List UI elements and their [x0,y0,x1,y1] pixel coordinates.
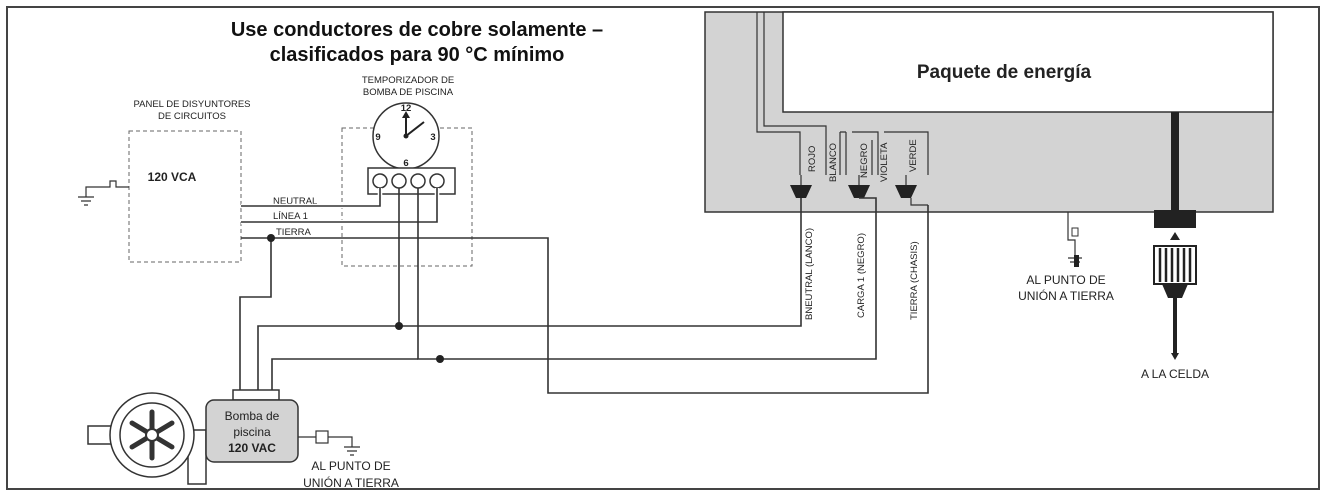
bonding-wire-right [1067,212,1076,258]
title-line-1: Use conductores de cobre solamente – [231,19,603,41]
lead-label-red: ROJO [807,146,818,172]
lead-wire-red [756,12,801,175]
wire-label-ground: TIERRA [276,227,312,238]
timer-dial-6: 6 [403,158,408,169]
pump-label-2: piscina [233,425,271,439]
load-junction [436,355,444,363]
neutral-wire [241,188,381,207]
lead-label-black: NEGRO [859,143,870,178]
breaker-panel-label-1: PANEL DE DISYUNTORES [133,99,250,110]
timer-dial-12: 12 [401,103,412,114]
power-pack-panel [782,11,1274,113]
cell-arrow-up [1170,232,1180,240]
ground-branch-wire [239,238,272,393]
lead-wire-white [763,12,827,175]
pump-motor-box [205,399,299,463]
timer-hand-hour [405,121,425,137]
lead-label-green: VERDE [908,139,919,172]
cell-arrow-down [1171,353,1179,360]
neutral-load-wire [398,188,802,327]
bonding-pump-line-1: AL PUNTO DE [311,459,390,473]
conn-label-ground: TIERRA (CHASIS) [909,241,920,320]
lead-wire-violet [852,131,879,175]
wire-label-line1: LÍNEA 1 [273,211,308,222]
pump-load-wire [271,358,418,393]
timer-terminal-3 [410,173,426,189]
bonding-pump-line-2: UNIÓN A TIERRA [303,475,399,490]
title-line-2: clasificados para 90 °C mínimo [270,44,565,66]
power-pack-title: Paquete de energía [917,62,1092,83]
neutral-junction [395,322,403,330]
wire-nut-neutral [790,185,812,198]
lead-label-white: BLANCO [828,143,839,182]
bonding-right-line-2: UNIÓN A TIERRA [1018,288,1114,303]
timer-terminal-1 [372,173,388,189]
conn-label-load: CARGA 1 (NEGRO) [856,233,867,318]
pump-label-1: Bomba de [225,409,280,423]
pump-voltage: 120 VAC [228,441,276,455]
pump-ground-symbol [344,446,360,456]
bonding-right-line-1: AL PUNTO DE [1026,273,1105,287]
ground-wire [241,205,929,394]
load1-wire [417,188,877,360]
wire-label-neutral: NEUTRAL [273,196,317,207]
pump-neutral-wire [257,325,399,393]
ground-junction [267,234,275,242]
lead-wire-black [839,131,847,175]
breaker-panel-label-2: DE CIRCUITOS [158,111,226,122]
panel-ground-symbol [78,196,94,206]
lead-wire-green [884,131,929,175]
pump-junction-box [232,389,280,401]
timer-terminal-4 [429,173,445,189]
wire-nut-ground [895,185,917,198]
timer-terminal-2 [391,173,407,189]
pump-bonding-wire [298,436,353,447]
timer-label-1: TEMPORIZADOR DE [362,75,454,86]
timer-dial-3: 3 [430,132,435,143]
timer-label-2: BOMBA DE PISCINA [363,87,454,98]
wire-nut-load [848,185,870,198]
cell-connector-socket [1154,210,1196,228]
panel-ground-wire [85,180,129,197]
lead-label-violet: VIOLETA [879,142,890,182]
conn-label-neutral: BNEUTRAL (LANCO) [804,228,815,320]
breaker-panel-box [128,130,242,263]
cell-label: A LA CELDA [1141,367,1209,381]
cell-cable-lower [1173,298,1177,353]
line1-wire [241,188,438,223]
timer-dial-9: 9 [375,132,380,143]
cell-cable-upper [1171,112,1179,212]
breaker-panel-voltage: 120 VCA [148,170,197,184]
diagram-frame [6,6,1320,490]
